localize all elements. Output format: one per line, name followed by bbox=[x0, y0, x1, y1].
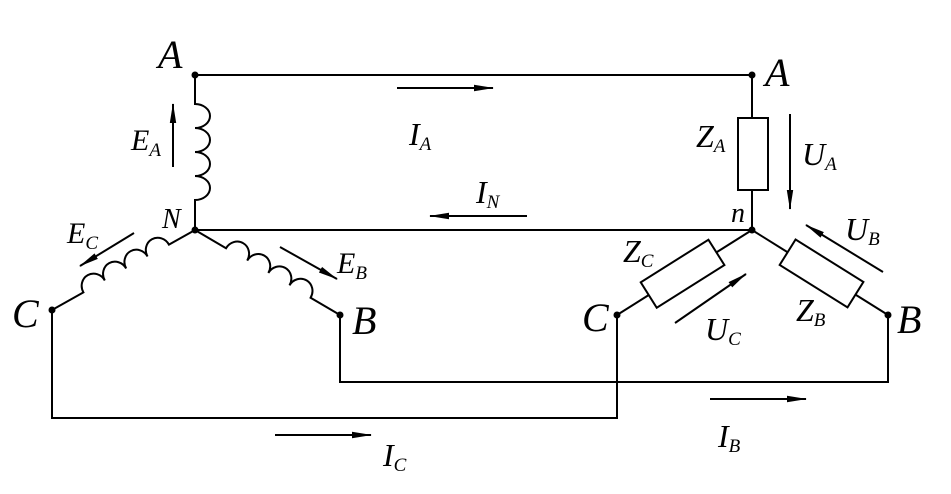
voltage-symbol: U bbox=[845, 211, 870, 247]
voltage-label-u-b: UB bbox=[845, 211, 880, 250]
load-b-lead-outer bbox=[854, 293, 889, 316]
current-symbol: I bbox=[717, 418, 730, 454]
line-b-return-wire bbox=[339, 315, 889, 383]
impedance-label-z-a: ZA bbox=[696, 118, 726, 157]
current-label-i-a: IA bbox=[408, 116, 432, 155]
current-subscript: C bbox=[394, 455, 407, 476]
node-dot-load-c bbox=[613, 311, 621, 319]
source-coil-b bbox=[194, 229, 341, 316]
current-symbol: I bbox=[382, 437, 395, 473]
node-dot-source-b bbox=[336, 311, 344, 319]
voltage-symbol: U bbox=[802, 136, 827, 172]
current-label-i-n: IN bbox=[475, 174, 501, 213]
impedance-label-z-b: ZB bbox=[796, 292, 826, 331]
load-b-lead-inner bbox=[751, 229, 789, 254]
node-label-load-b: B bbox=[897, 297, 921, 342]
impedance-subscript: C bbox=[641, 251, 654, 272]
node-label-source-b: B bbox=[352, 298, 376, 343]
voltage-subscript: B bbox=[868, 229, 880, 250]
impedance-symbol: Z bbox=[796, 292, 815, 328]
impedance-subscript: B bbox=[814, 310, 826, 331]
emf-symbol: E bbox=[336, 247, 355, 280]
emf-arrow-e-c bbox=[79, 232, 135, 267]
voltage-label-u-c: UC bbox=[705, 311, 741, 350]
emf-subscript: B bbox=[355, 263, 367, 284]
node-dot-source-a bbox=[191, 71, 199, 79]
impedance-z-b bbox=[778, 238, 865, 309]
voltage-label-u-a: UA bbox=[802, 136, 837, 175]
source-coil-a bbox=[194, 75, 211, 230]
load-c-lead-outer bbox=[616, 294, 650, 316]
load-c-lead-inner bbox=[715, 229, 753, 254]
node-label-source-neutral: N bbox=[161, 204, 182, 235]
voltage-subscript: A bbox=[823, 154, 837, 175]
current-subscript: B bbox=[729, 436, 741, 457]
current-symbol: I bbox=[408, 116, 421, 152]
emf-subscript: C bbox=[85, 233, 98, 254]
emf-symbol: E bbox=[66, 217, 85, 250]
emf-symbol: E bbox=[130, 124, 149, 157]
voltage-symbol: U bbox=[705, 311, 730, 347]
impedance-label-z-c: ZC bbox=[623, 233, 654, 272]
line-c-return-wire bbox=[51, 310, 618, 419]
impedance-subscript: A bbox=[712, 136, 726, 157]
emf-label-e-c: EC bbox=[66, 217, 98, 254]
node-label-load-a: A bbox=[762, 50, 790, 95]
current-subscript: N bbox=[486, 192, 501, 213]
node-label-source-a: A bbox=[155, 32, 183, 77]
emf-arrow-e-b bbox=[279, 246, 338, 280]
current-label-i-c: IC bbox=[382, 437, 407, 476]
emf-label-e-a: EA bbox=[130, 124, 161, 161]
current-label-i-b: IB bbox=[717, 418, 741, 457]
impedance-symbol: Z bbox=[696, 118, 715, 154]
node-dot-load-neutral bbox=[748, 226, 756, 234]
emf-subscript: A bbox=[147, 140, 161, 161]
voltage-subscript: C bbox=[728, 329, 741, 350]
impedance-z-c bbox=[639, 238, 726, 310]
node-dot-source-c bbox=[48, 306, 56, 314]
node-dot-load-a bbox=[748, 71, 756, 79]
impedance-symbol: Z bbox=[623, 233, 642, 269]
node-label-load-neutral: n bbox=[731, 198, 745, 229]
node-label-source-c: C bbox=[12, 291, 40, 336]
voltage-arrow-u-b bbox=[805, 224, 884, 273]
current-symbol: I bbox=[475, 174, 488, 210]
impedance-z-a bbox=[737, 117, 769, 191]
current-subscript: A bbox=[418, 134, 432, 155]
node-dot-load-b bbox=[884, 311, 892, 319]
node-label-load-c: C bbox=[582, 295, 610, 340]
voltage-arrow-u-c bbox=[674, 273, 747, 324]
emf-label-e-b: EB bbox=[336, 247, 367, 284]
node-dot-source-neutral bbox=[191, 226, 199, 234]
